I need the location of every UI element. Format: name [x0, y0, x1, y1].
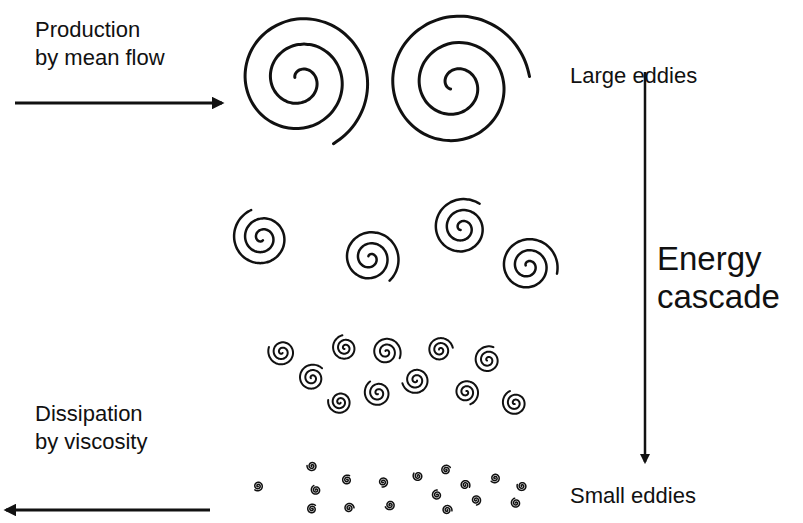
eddy-spiral: [347, 232, 399, 280]
eddy-spiral: [385, 501, 394, 509]
eddy-spiral: [374, 339, 400, 363]
eddy-spiral: [503, 391, 525, 414]
cascade-arrow: [644, 72, 647, 462]
eddy-spiral: [255, 482, 262, 491]
eddy-spiral: [307, 463, 316, 471]
eddy-spiral: [413, 473, 422, 481]
production-label: Production by mean flow: [35, 16, 167, 71]
eddy-spiral: [491, 474, 499, 482]
dissipation-label: Dissipation by viscosity: [35, 400, 157, 455]
cascade-label: Energy cascade: [657, 240, 797, 316]
eddy-spiral: [380, 478, 388, 487]
eddy-spiral: [268, 342, 293, 364]
eddy-spiral: [234, 210, 284, 263]
eddy-spiral: [311, 486, 319, 495]
eddy-spirals: [234, 16, 557, 513]
eddy-spiral: [328, 394, 349, 413]
eddy-spiral: [461, 481, 470, 489]
eddy-spiral: [429, 338, 452, 359]
eddy-spiral: [333, 335, 354, 358]
eddy-spiral: [393, 16, 530, 140]
eddy-spiral: [365, 381, 389, 404]
eddy-spiral: [517, 483, 526, 491]
eddy-spiral: [308, 504, 316, 512]
eddy-spiral: [456, 381, 478, 404]
large-eddies-label: Large eddies: [570, 62, 750, 90]
eddy-spiral: [433, 490, 441, 499]
eddy-spiral: [473, 496, 481, 505]
eddy-spiral: [443, 506, 452, 514]
eddy-spiral: [343, 475, 351, 484]
production-arrow: [15, 102, 222, 105]
eddy-spiral: [436, 199, 483, 251]
eddy-spiral: [476, 346, 498, 371]
eddy-spiral: [511, 498, 519, 507]
eddy-spiral: [300, 365, 322, 389]
eddy-spiral: [345, 504, 354, 512]
eddy-spiral: [402, 370, 427, 393]
eddy-spiral: [504, 239, 558, 287]
small-eddies-label: Small eddies: [570, 482, 750, 510]
eddy-spiral: [245, 19, 368, 144]
eddy-spiral: [442, 465, 450, 473]
dissipation-arrow: [6, 509, 210, 512]
